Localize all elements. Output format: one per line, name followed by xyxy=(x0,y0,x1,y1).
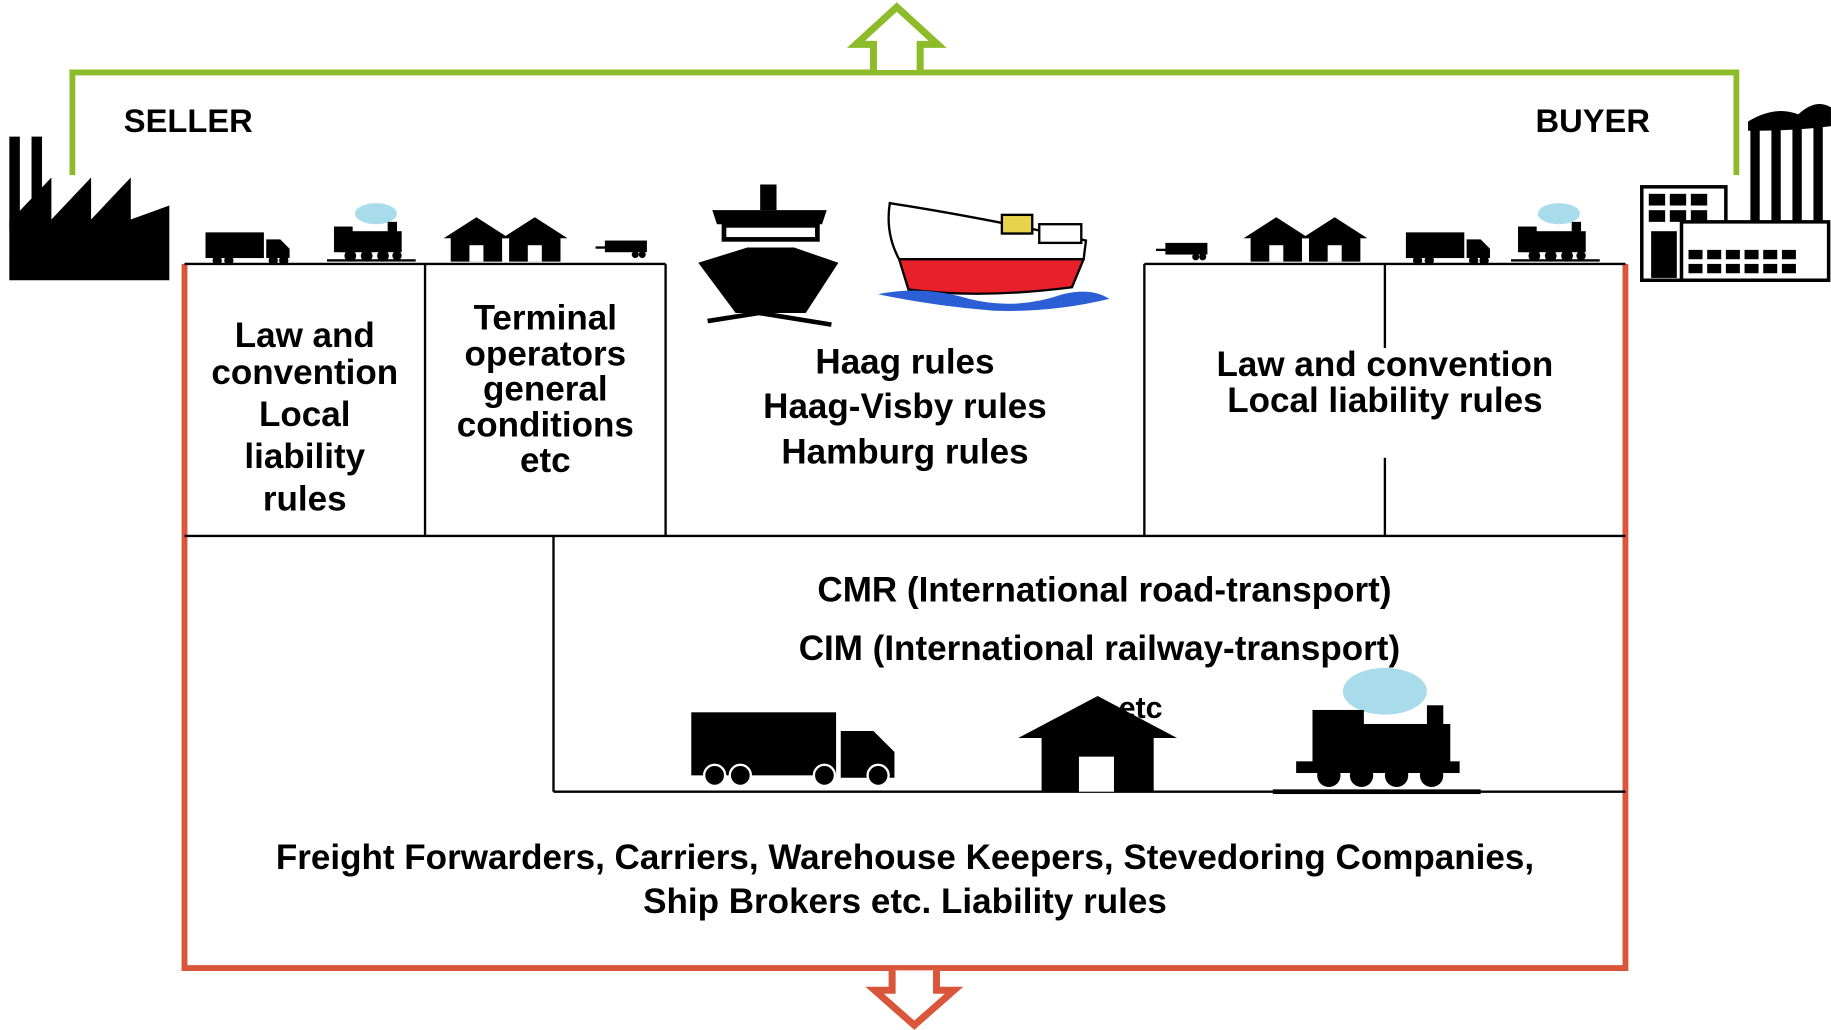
cmr-text: CMR (International road-transport) xyxy=(817,571,1392,610)
large-warehouse-icon xyxy=(1018,695,1178,792)
forwarders-line: Freight Forwarders, Carriers, Warehouse … xyxy=(275,838,1535,877)
liability-outer-box xyxy=(181,263,1629,971)
local-rules-right-line: Law and convention xyxy=(1216,345,1554,385)
locomotive-icon xyxy=(1511,203,1600,262)
ship-icon xyxy=(698,184,839,327)
local-rules-right-line: Local liability rules xyxy=(1227,381,1543,420)
sea-rule-line: Haag rules xyxy=(815,343,995,382)
buyer-label: BUYER xyxy=(1535,102,1650,139)
up-arrow-icon xyxy=(846,2,947,71)
local-rules-left-line: liability xyxy=(244,437,366,477)
truck-icon xyxy=(205,232,290,266)
warehouse-icon xyxy=(443,217,510,262)
local-rules-left: Law and convention Local liability rules xyxy=(189,315,420,521)
terminal-line: conditions xyxy=(456,406,634,445)
cim-text: CIM (International railway-transport) xyxy=(798,629,1401,668)
large-truck-icon xyxy=(691,712,895,788)
down-arrow-icon xyxy=(865,970,964,1030)
local-rules-left-line: convention xyxy=(211,353,399,393)
trailer-icon xyxy=(1154,241,1209,262)
trailer-icon xyxy=(594,239,649,260)
warehouse-icon xyxy=(1243,217,1309,262)
forwarders-text: Freight Forwarders, Carriers, Warehouse … xyxy=(189,836,1621,924)
large-locomotive-icon xyxy=(1272,667,1481,795)
sea-rule-line: Haag-Visby rules xyxy=(763,388,1047,427)
local-rules-left-line: Law and xyxy=(234,316,375,355)
forwarders-line: Ship Brokers etc. Liability rules xyxy=(643,882,1167,921)
terminal-operators-text: Terminal operators general conditions et… xyxy=(430,301,661,480)
terminal-line: Terminal xyxy=(473,298,618,338)
locomotive-icon xyxy=(326,203,416,262)
warehouse-icon xyxy=(1301,217,1368,262)
terminal-line: operators xyxy=(464,334,627,374)
buyer-factory-icon xyxy=(1640,104,1831,282)
sea-rules-text: Haag rules Haag-Visby rules Hamburg rule… xyxy=(671,341,1138,475)
seller-label: SELLER xyxy=(123,102,253,139)
cargo-ship-icon xyxy=(878,201,1110,311)
seller-buyer-connector xyxy=(69,69,1740,176)
warehouse-icon xyxy=(502,217,568,262)
sea-rule-line: Hamburg rules xyxy=(781,432,1029,472)
factory-icon xyxy=(9,136,170,281)
local-rules-left-line: Local xyxy=(259,395,351,435)
truck-icon xyxy=(1405,232,1490,266)
terminal-line: general xyxy=(483,370,608,409)
local-rules-right: Law and convention Local liability rules xyxy=(1150,345,1620,420)
local-rules-left-line: rules xyxy=(262,479,347,519)
terminal-line: etc xyxy=(519,441,571,481)
